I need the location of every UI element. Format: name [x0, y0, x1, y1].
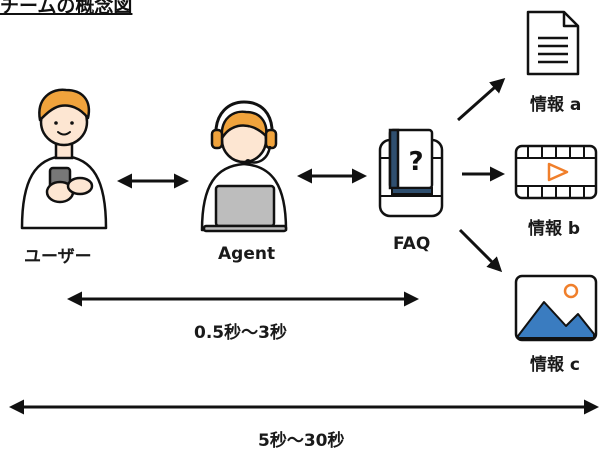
video-icon	[514, 144, 598, 200]
document-icon	[526, 10, 580, 76]
agent-illustration	[200, 100, 288, 233]
info-a-label: 情報 a	[530, 95, 582, 115]
info-c-label: 情報 c	[530, 355, 580, 375]
faq-label: FAQ	[393, 234, 431, 254]
agent-label: Agent	[218, 244, 276, 264]
image-icon	[514, 274, 598, 342]
long-span-label: 5秒〜30秒	[258, 431, 345, 451]
user-label: ユーザー	[24, 247, 92, 267]
short-span-label: 0.5秒〜3秒	[194, 323, 287, 343]
diagram-title: チームの概念図	[0, 0, 133, 17]
faq-illustration	[378, 128, 444, 218]
connector-arrows	[8, 78, 599, 415]
user-illustration	[20, 88, 108, 230]
faq-info-a-arrow	[457, 78, 506, 122]
info-b-label: 情報 b	[528, 219, 581, 239]
faq-question-mark: ?	[408, 147, 423, 177]
faq-info-c-arrow	[458, 228, 503, 273]
